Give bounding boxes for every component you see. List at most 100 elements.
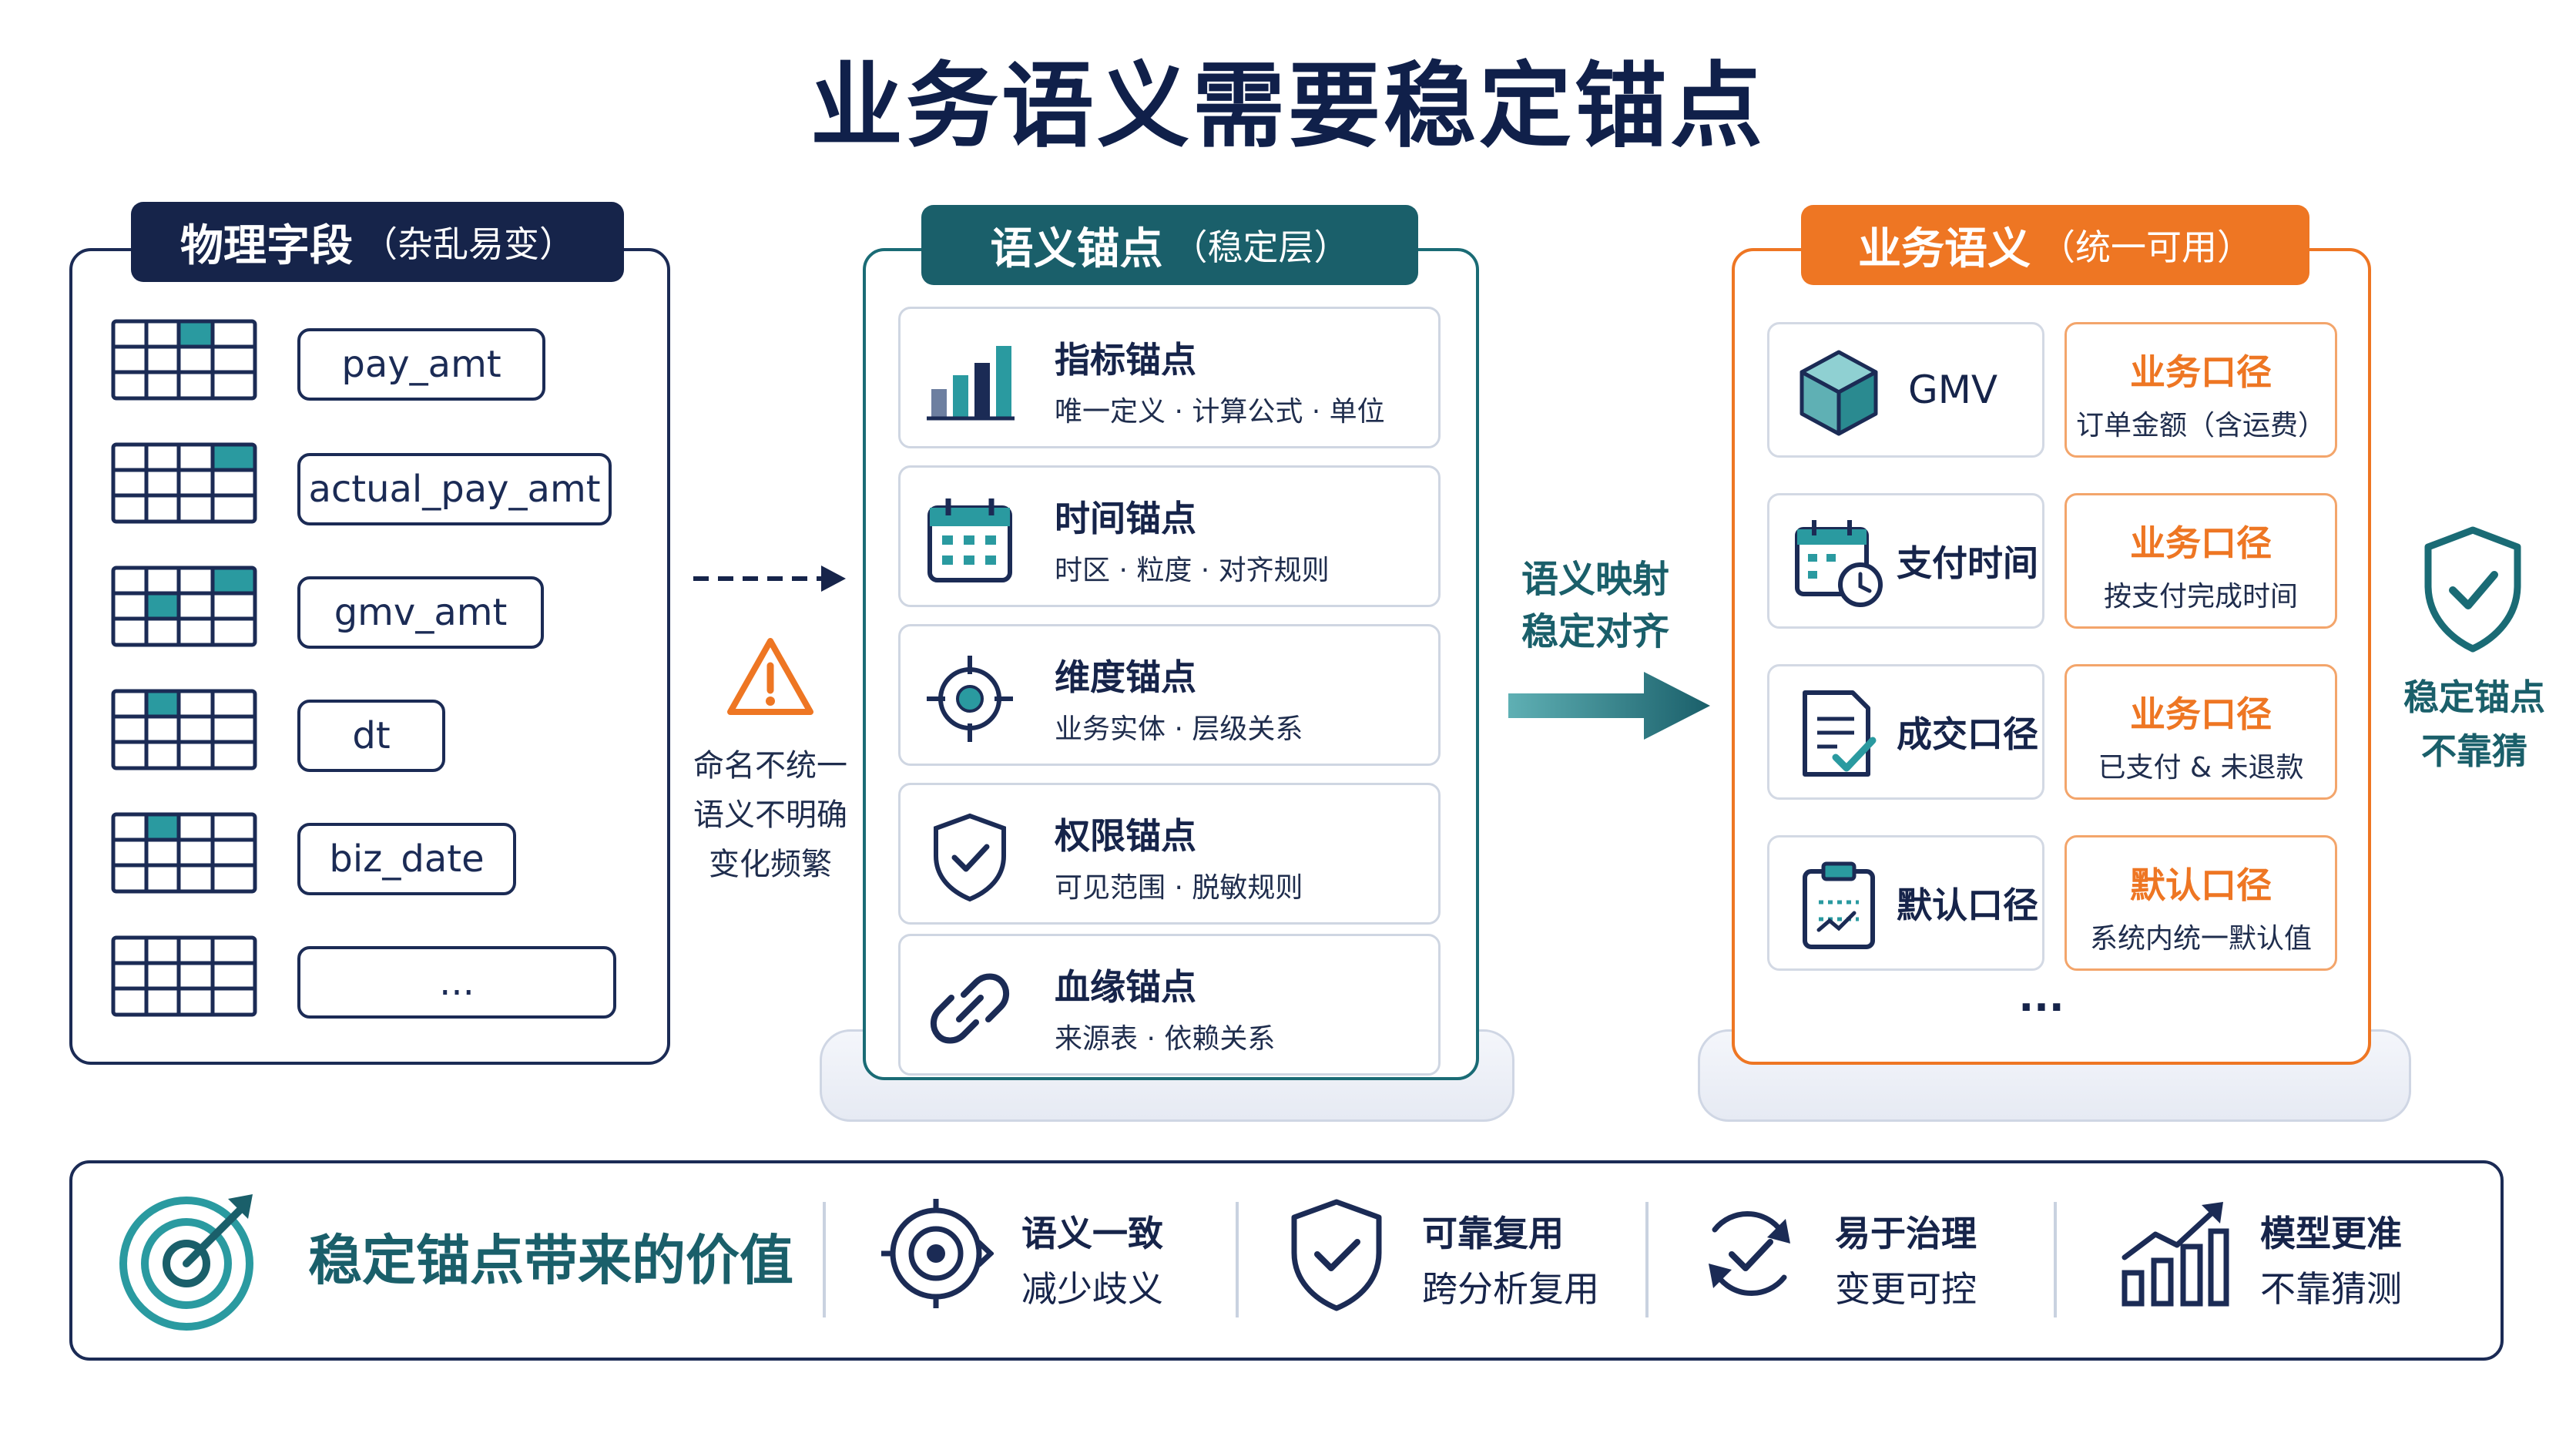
biz-item-pay-time: 支付时间 xyxy=(1767,493,2044,629)
value-bar xyxy=(69,1160,2504,1361)
value-desc: 跨分析复用 xyxy=(1422,1268,1599,1310)
business-semantics-subtitle: （统一可用） xyxy=(2040,227,2252,268)
checklist-icon xyxy=(1803,690,1877,777)
stable-anchor-note: 稳定锚点 不靠猜 xyxy=(2388,670,2561,778)
anchor-desc: 可见范围 · 脱敏规则 xyxy=(1055,872,1303,904)
value-title: 易于治理 xyxy=(1835,1213,1977,1254)
biz-item-deal-caliber: 成交口径 xyxy=(1767,664,2044,800)
anchor-card-time: 时间锚点 时区 · 粒度 · 对齐规则 xyxy=(898,465,1441,607)
caliber-title: 业务口径 xyxy=(2130,522,2272,564)
value-item-governance: 易于治理 变更可控 xyxy=(1835,1206,1977,1317)
field-pill: pay_amt xyxy=(297,328,545,401)
mapping-note: 语义映射 稳定对齐 xyxy=(1501,553,1690,658)
physical-fields-tab: 物理字段 （杂乱易变） xyxy=(131,202,624,282)
business-semantics-title: 业务语义 xyxy=(1858,223,2031,274)
table-grid-icon xyxy=(111,566,257,647)
divider xyxy=(823,1202,826,1317)
anchor-desc: 业务实体 · 层级关系 xyxy=(1055,713,1303,745)
anchor-desc: 来源表 · 依赖关系 xyxy=(1055,1023,1276,1055)
value-title: 模型更准 xyxy=(2260,1213,2402,1254)
anchor-card-dimension: 维度锚点 业务实体 · 层级关系 xyxy=(898,624,1441,766)
dashed-arrow-icon xyxy=(693,566,846,592)
anchor-title: 时间锚点 xyxy=(1055,498,1196,539)
semantic-anchors-title: 语义锚点 xyxy=(990,223,1163,274)
table-grid-icon xyxy=(111,442,257,524)
anchor-card-metric: 指标锚点 唯一定义 · 计算公式 · 单位 xyxy=(898,307,1441,448)
shield-check-icon xyxy=(2424,526,2521,653)
divider xyxy=(1645,1202,1649,1317)
divider xyxy=(2054,1202,2057,1317)
crosshair-icon xyxy=(927,656,1013,742)
caliber-desc: 已支付 & 未退款 xyxy=(2098,752,2304,784)
anchor-title: 指标锚点 xyxy=(1055,339,1196,381)
caliber-card: 业务口径 已支付 & 未退款 xyxy=(2064,664,2337,800)
stable-note-line: 稳定锚点 xyxy=(2403,676,2545,718)
divider xyxy=(1236,1202,1239,1317)
field-pill: biz_date xyxy=(297,823,516,895)
business-semantics-tab: 业务语义 （统一可用） xyxy=(1801,205,2309,285)
target-icon xyxy=(119,1194,253,1331)
anchor-title: 血缘锚点 xyxy=(1055,966,1196,1008)
biz-item-gmv: GMV xyxy=(1767,322,2044,458)
caliber-title: 业务口径 xyxy=(2130,351,2272,393)
shield-check-icon xyxy=(1291,1199,1382,1311)
physical-fields-title: 物理字段 xyxy=(180,220,353,271)
caliber-title: 业务口径 xyxy=(2130,693,2272,735)
value-bar-title: 稳定锚点带来的价值 xyxy=(308,1229,793,1292)
caliber-desc: 按支付完成时间 xyxy=(2103,581,2298,613)
caliber-title: 默认口径 xyxy=(2130,864,2272,906)
caliber-card: 业务口径 按支付完成时间 xyxy=(2064,493,2337,629)
semantic-anchors-tab: 语义锚点 （稳定层） xyxy=(921,205,1418,285)
table-grid-icon xyxy=(111,935,257,1017)
anchor-title: 权限锚点 xyxy=(1055,815,1196,857)
semantic-anchors-subtitle: （稳定层） xyxy=(1172,227,1350,268)
biz-item-label: 默认口径 xyxy=(1897,884,2038,926)
value-title: 语义一致 xyxy=(1021,1213,1163,1254)
biz-item-label: 成交口径 xyxy=(1897,713,2038,755)
table-grid-icon xyxy=(111,812,257,894)
table-grid-icon xyxy=(111,319,257,401)
anchor-title: 维度锚点 xyxy=(1055,656,1196,698)
warning-note-line: 语义不明确 xyxy=(693,797,847,833)
value-desc: 不靠猜测 xyxy=(2260,1268,2402,1310)
growth-chart-icon xyxy=(2122,1202,2229,1307)
cube-icon xyxy=(1800,350,1878,436)
stable-note-line: 不靠猜 xyxy=(2421,730,2527,772)
value-desc: 减少歧义 xyxy=(1021,1268,1163,1310)
calendar-icon xyxy=(927,498,1012,582)
caliber-card: 业务口径 订单金额（含运费） xyxy=(2064,322,2337,458)
anchor-card-permission: 权限锚点 可见范围 · 脱敏规则 xyxy=(898,783,1441,925)
clipboard-icon xyxy=(1803,861,1875,949)
warning-note-line: 命名不统一 xyxy=(693,748,847,784)
warning-note: 命名不统一 语义不明确 变化频繁 xyxy=(670,741,870,889)
warning-note-line: 变化频繁 xyxy=(709,847,832,882)
value-desc: 变更可控 xyxy=(1835,1268,1977,1310)
table-grid-icon xyxy=(111,689,257,770)
mapping-arrow-icon xyxy=(1508,672,1710,740)
field-pill: actual_pay_amt xyxy=(297,453,612,525)
bar-chart-icon xyxy=(927,346,1015,421)
shield-check-icon xyxy=(934,813,1006,902)
refresh-check-icon xyxy=(1709,1210,1790,1297)
field-pill: dt xyxy=(297,700,445,772)
more-ellipsis: ··· xyxy=(2018,985,2064,1031)
link-icon xyxy=(931,973,1009,1044)
anchor-desc: 时区 · 粒度 · 对齐规则 xyxy=(1055,555,1330,586)
page-title: 业务语义需要稳定锚点 xyxy=(810,53,1766,160)
target-icon xyxy=(881,1199,994,1308)
value-item-accuracy: 模型更准 不靠猜测 xyxy=(2260,1206,2402,1317)
mapping-note-line: 语义映射 xyxy=(1521,558,1669,601)
mapping-note-line: 稳定对齐 xyxy=(1521,610,1669,653)
value-item-reuse: 可靠复用 跨分析复用 xyxy=(1422,1206,1599,1317)
biz-item-default-caliber: 默认口径 xyxy=(1767,835,2044,971)
caliber-card: 默认口径 系统内统一默认值 xyxy=(2064,835,2337,971)
biz-item-label: GMV xyxy=(1908,368,1998,412)
value-item-consistency: 语义一致 减少歧义 xyxy=(1021,1206,1163,1317)
warning-icon xyxy=(727,638,813,715)
caliber-desc: 订单金额（含运费） xyxy=(2075,410,2326,441)
field-pill: gmv_amt xyxy=(297,576,544,649)
field-pill: ... xyxy=(297,946,616,1019)
calendar-clock-icon xyxy=(1795,520,1883,607)
biz-item-label: 支付时间 xyxy=(1897,542,2038,584)
caliber-desc: 系统内统一默认值 xyxy=(2089,923,2312,955)
